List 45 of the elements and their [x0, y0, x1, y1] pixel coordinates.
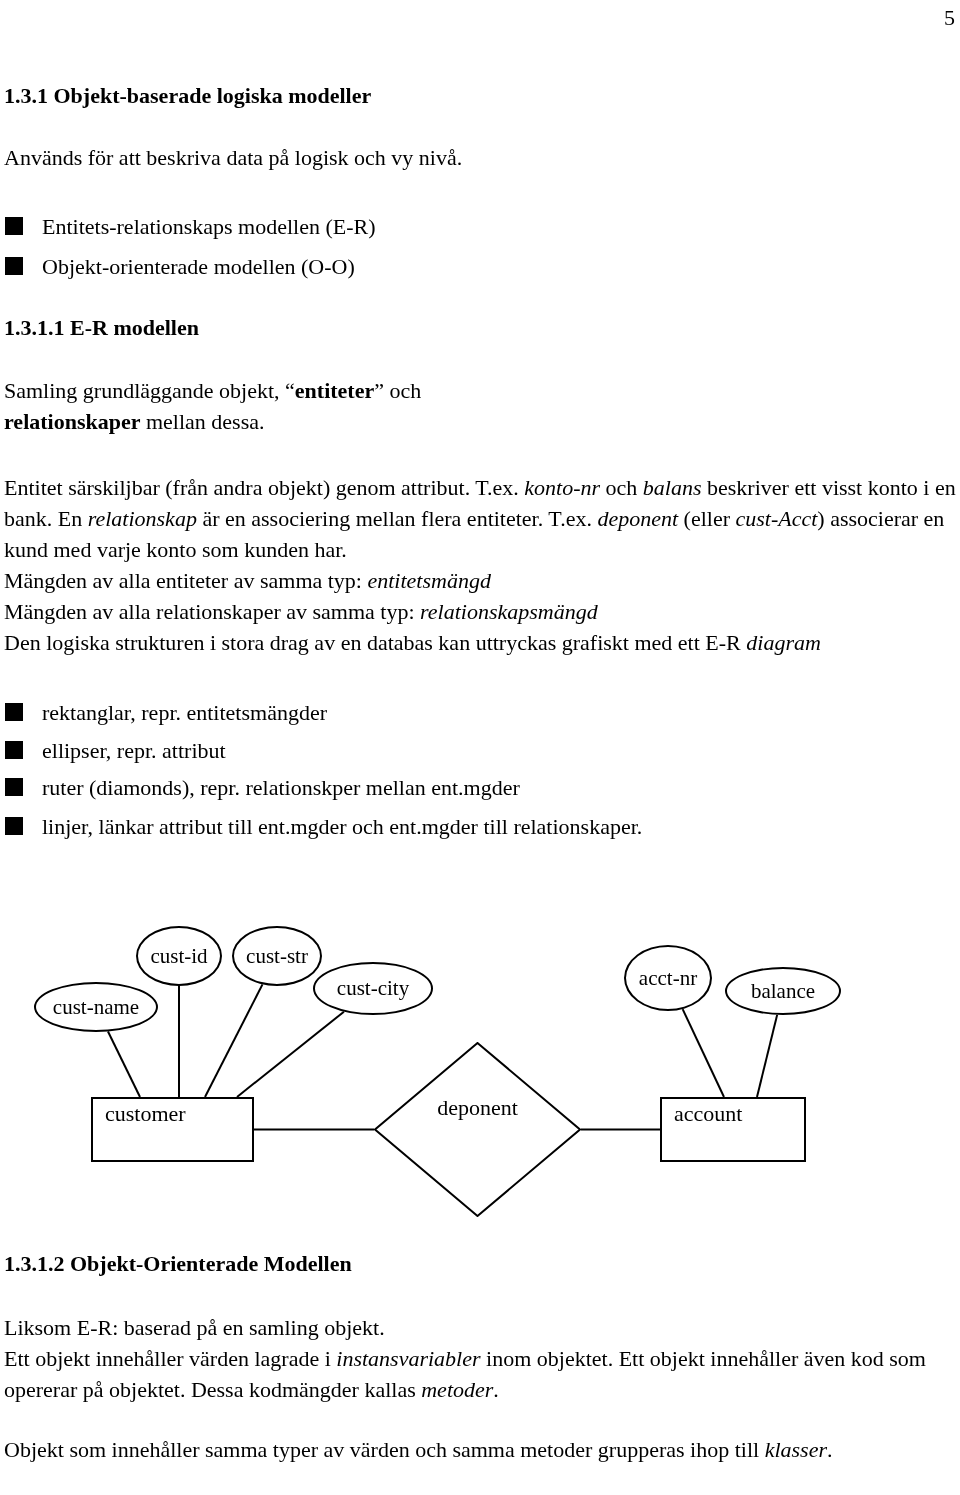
- node-label: balance: [750, 980, 816, 1002]
- attribute-ellipse: [624, 945, 712, 1011]
- node-label: cust-name: [52, 996, 140, 1018]
- connector-line: [178, 985, 180, 1098]
- bullet-text: Entitets-relationskaps modellen (E-R): [42, 213, 377, 241]
- connector-line: [580, 1128, 661, 1131]
- bullet-text: linjer, länkar attribut till ent.mgder och ent.mgder till relationskaper.: [42, 813, 644, 841]
- node-label: cust-city: [336, 978, 410, 999]
- attribute-ellipse: [725, 967, 841, 1015]
- paragraph: Objekt som innehåller samma typer av värden och samma metoder grupperas ihop till klasser.: [4, 1436, 834, 1464]
- paragraph: Mängden av alla relationskaper av samma typ: relationskapsmängd: [4, 598, 599, 626]
- bullet-text: Objekt-orienterade modellen (O-O): [42, 253, 356, 281]
- entity-rectangle: [91, 1097, 254, 1162]
- node-label: account: [674, 1101, 743, 1126]
- connector-line: [253, 1128, 375, 1131]
- node-label: customer: [105, 1101, 186, 1126]
- attribute-ellipse: [34, 982, 158, 1032]
- paragraph: Den logiska strukturen i stora drag av en databas kan uttryckas grafiskt med ett E-R diagram: [4, 629, 822, 657]
- bullet-text: rektanglar, repr. entitetsmängder: [42, 699, 328, 727]
- attribute-ellipse: [136, 926, 222, 986]
- connector-line: [236, 1010, 345, 1098]
- paragraph: Mängden av alla entiteter av samma typ: entitetsmängd: [4, 567, 492, 595]
- attribute-ellipse: [313, 962, 433, 1015]
- bullet-text: ellipser, repr. attribut: [42, 737, 227, 765]
- relationship-diamond: [374, 1042, 581, 1217]
- paragraph: Entitet särskiljbar (från andra objekt) genom attribut. T.ex. konto-nr och balans beskriver ett visst konto i en bank. En relationskap är en associering mellan flera entiteter. T.ex. deponent (eller cust-Acct) associerar en kund med varje konto som kunden har.: [4, 474, 957, 564]
- paragraph: Liksom E-R: baserad på en samling objekt.: [4, 1314, 386, 1342]
- connector-line: [681, 1008, 725, 1098]
- connector-line: [107, 1030, 141, 1098]
- page-title: 1.3.1 Objekt-baserade logiska modeller: [4, 82, 372, 110]
- connector-line: [756, 1013, 779, 1098]
- node-label: cust-id: [150, 945, 208, 967]
- section-heading: 1.3.1.1 E-R modellen: [4, 314, 200, 342]
- paragraph: Samling grundläggande objekt, “entiteter” och relationskaper mellan dessa.: [4, 377, 423, 436]
- connector-line: [204, 983, 264, 1098]
- node-label: acct-nr: [638, 967, 698, 989]
- node-label: deponent: [437, 1094, 518, 1122]
- paragraph: Ett objekt innehåller värden lagrade i instansvariabler inom objektet. Ett objekt innehåller även kod som opererar på objektet. Dessa kodmängder kallas metoder.: [4, 1345, 927, 1404]
- section-heading: 1.3.1.2 Objekt-Orienterade Modellen: [4, 1250, 353, 1278]
- paragraph: Används för att beskriva data på logisk och vy nivå.: [4, 144, 464, 172]
- entity-rectangle: [660, 1097, 806, 1162]
- attribute-ellipse: [232, 926, 322, 986]
- node-label: cust-str: [246, 945, 308, 967]
- bullet-text: ruter (diamonds), repr. relationskper mellan ent.mgder: [42, 774, 521, 802]
- page-number: 5: [944, 4, 956, 32]
